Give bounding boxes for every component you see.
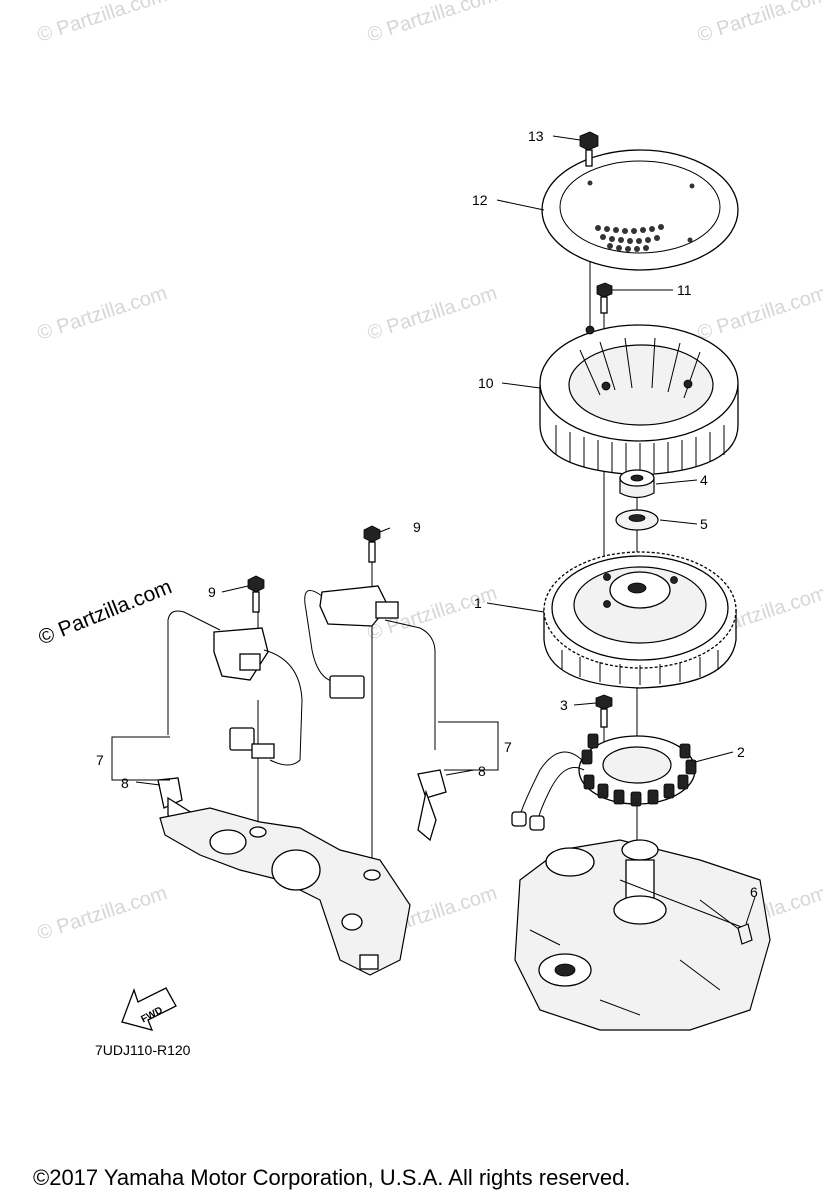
watermark: © Partzilla.com: [365, 0, 500, 47]
callout-8-left: 8: [121, 775, 129, 791]
callout-9-right: 9: [413, 519, 421, 535]
part-bolt-3: [595, 694, 613, 728]
callout-10: 10: [478, 375, 494, 391]
part-bolt-13: [579, 131, 599, 167]
copyright-notice: ©2017 Yamaha Motor Corporation, U.S.A. A…: [33, 1165, 630, 1190]
callout-13: 13: [528, 128, 544, 144]
callout-labels: 13 12 11 10 4 5 9 9 1 3 2 7 8 7 8 6: [96, 128, 758, 900]
watermark: © Partzilla.com: [365, 282, 500, 345]
watermark: © Partzilla.com: [35, 282, 170, 345]
part-bolt-9-left: [247, 575, 265, 613]
part-engine-block: [514, 839, 771, 1031]
part-bolt-11: [596, 282, 613, 314]
part-nut: [619, 469, 655, 499]
watermark: © Partzilla.com: [35, 882, 170, 945]
part-flywheel-cover: [541, 149, 739, 271]
part-ignition-coil-left: [157, 610, 303, 839]
part-mounting-bracket: [159, 807, 411, 976]
callout-1: 1: [474, 595, 482, 611]
callout-2: 2: [737, 744, 745, 760]
callout-9-left: 9: [208, 584, 216, 600]
part-fan-housing: [539, 324, 739, 476]
callout-11: 11: [677, 282, 692, 298]
callout-6: 6: [750, 884, 758, 900]
part-flywheel-magneto: [543, 551, 737, 689]
leader-lines: [111, 135, 756, 925]
part-stator: [511, 733, 697, 831]
callout-7-left: 7: [96, 752, 104, 768]
watermark: © Partzilla.com: [35, 0, 170, 47]
part-key: [737, 923, 753, 945]
watermark: © Partzilla.com: [695, 0, 823, 47]
part-ignition-coil-right: [304, 585, 447, 842]
part-bolt-9-right: [363, 525, 381, 563]
callout-5: 5: [700, 516, 708, 532]
callout-8-right: 8: [478, 763, 486, 779]
callout-12: 12: [472, 192, 488, 208]
watermark: © Partzilla.com: [695, 282, 823, 345]
part-washer: [615, 509, 659, 531]
callout-3: 3: [560, 697, 568, 713]
callout-7-right: 7: [504, 739, 512, 755]
fwd-arrow-icon: FWD: [121, 987, 177, 1031]
diagram-code: 7UDJ110-R120: [95, 1042, 191, 1058]
watermark-prominent: © Partzilla.com: [35, 575, 175, 649]
callout-4: 4: [700, 472, 708, 488]
